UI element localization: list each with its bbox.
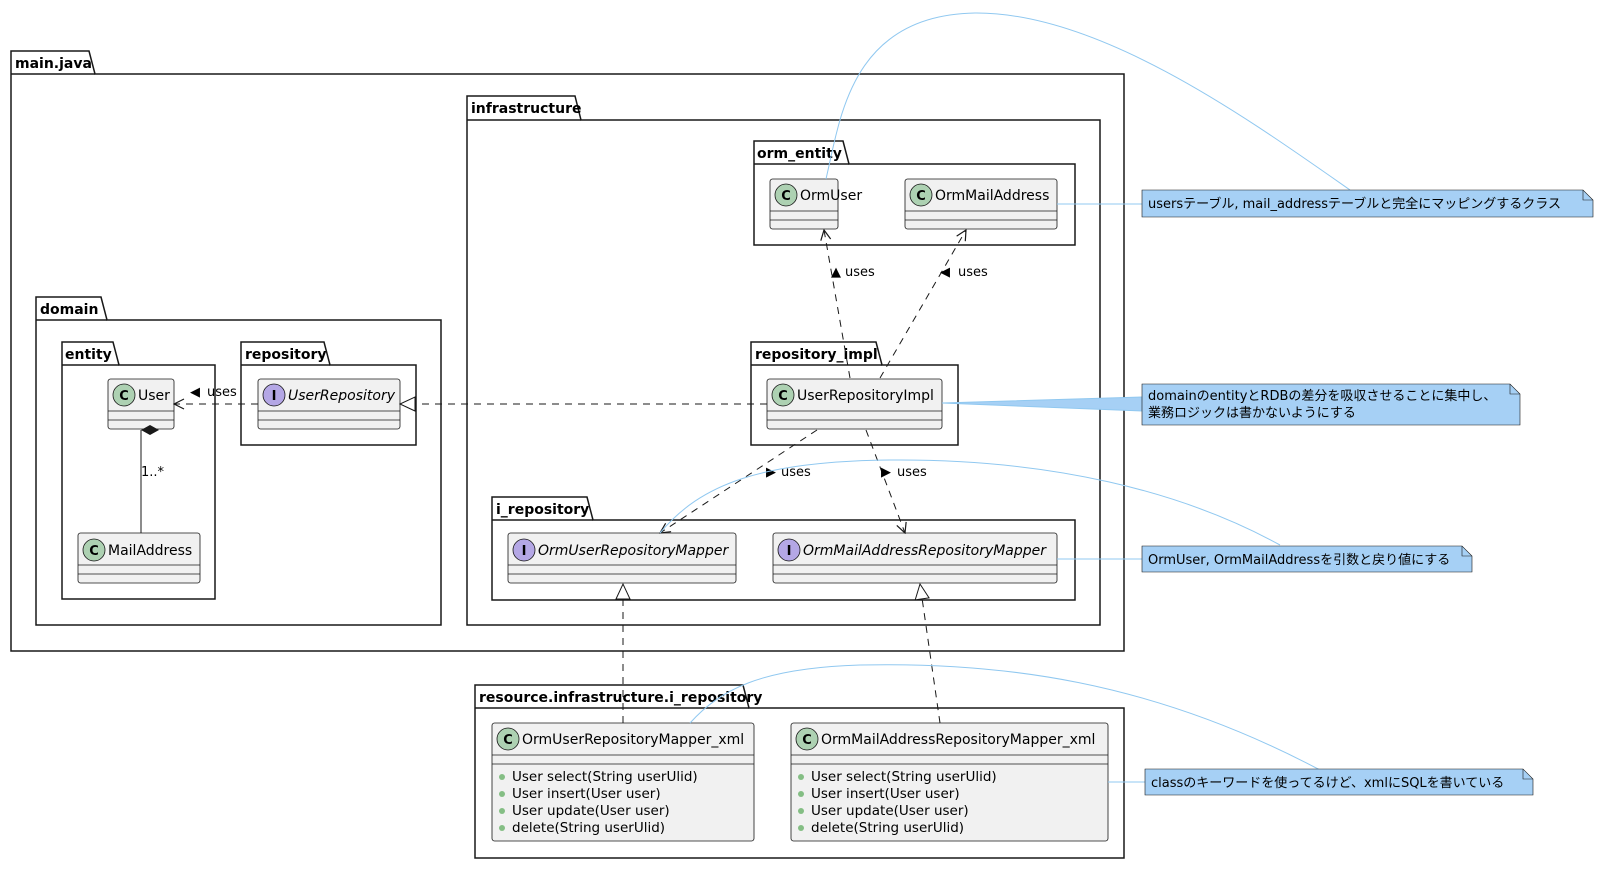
package-domain: domain xyxy=(35,296,442,626)
public-member-dot xyxy=(798,774,804,780)
class-name-orm-user-repository-mapper-xml: OrmUserRepositoryMapper_xml xyxy=(522,732,744,748)
class-user-repository-impl: C UserRepositoryImpl xyxy=(766,378,943,430)
class-name-user: User xyxy=(138,388,170,404)
package-title-repository-impl: repository_impl xyxy=(755,347,878,363)
member-list: User select(String userUlid) User insert… xyxy=(499,769,698,836)
class-orm-user-repository-mapper-xml: C OrmUserRepositoryMapper_xml User selec… xyxy=(491,722,755,842)
package-title-domain: domain xyxy=(40,302,98,318)
class-glyph: C xyxy=(119,389,129,404)
edge-label-arrow: ▶ xyxy=(766,465,776,480)
public-member-dot xyxy=(798,808,804,814)
package-title-orm-entity: orm_entity xyxy=(757,146,842,162)
class-name-orm-user: OrmUser xyxy=(800,188,862,204)
interface-orm-mail-address-repository-mapper: I OrmMailAddressRepositoryMapper xyxy=(772,532,1058,584)
note-repository-impl: domainのentityとRDBの差分を吸収させることに集中し、 業務ロジック… xyxy=(1141,383,1521,426)
public-member-dot xyxy=(499,808,505,814)
edge-label-uses: uses xyxy=(207,385,237,400)
interface-glyph: I xyxy=(787,544,792,559)
note-link-i-repository xyxy=(659,459,1281,546)
class-glyph: C xyxy=(778,389,788,404)
class-name-orm-mail-address: OrmMailAddress xyxy=(935,188,1049,204)
class-orm-mail-address: C OrmMailAddress xyxy=(904,178,1058,230)
package-orm-entity: orm_entity xyxy=(753,140,1076,246)
interface-glyph: I xyxy=(522,544,527,559)
public-member-dot xyxy=(798,791,804,797)
edge-label-uses: uses xyxy=(958,265,988,280)
note-link-orm-entity xyxy=(825,12,1351,191)
class-glyph: C xyxy=(503,733,513,748)
class-orm-user: C OrmUser xyxy=(769,178,862,230)
package-title-main-java: main.java xyxy=(15,56,92,72)
public-member-dot xyxy=(499,791,505,797)
note-text-repository-impl-line2: 業務ロジックは書かないようにする xyxy=(1148,405,1356,421)
edge-label-arrow: ▲ xyxy=(831,265,841,280)
package-title-infrastructure: infrastructure xyxy=(471,101,581,117)
note-resource: classのキーワードを使ってるけど、xmlにSQLを書いている xyxy=(1144,768,1534,796)
edge-label-uses: uses xyxy=(845,265,875,280)
member-list: User select(String userUlid) User insert… xyxy=(798,769,997,836)
note-i-repository: OrmUser, OrmMailAddressを引数と戻り値にする xyxy=(1141,545,1473,573)
class-glyph: C xyxy=(916,189,926,204)
package-title-repository: repository xyxy=(245,347,327,363)
class-orm-mail-address-repository-mapper-xml: C OrmMailAddressRepositoryMapper_xml Use… xyxy=(790,722,1109,842)
package-infrastructure: infrastructure xyxy=(466,95,1101,626)
note-orm-entity: usersテーブル, mail_addressテーブルと完全にマッピングするクラ… xyxy=(1141,189,1594,218)
edge-label-uses: uses xyxy=(781,465,811,480)
note-link-repository-impl xyxy=(941,396,1143,412)
class-name-orm-mail-address-repository-mapper-xml: OrmMailAddressRepositoryMapper_xml xyxy=(821,732,1095,748)
note-text-repository-impl-line1: domainのentityとRDBの差分を吸収させることに集中し、 xyxy=(1148,388,1496,404)
class-name-user-repository: UserRepository xyxy=(288,388,396,404)
class-glyph: C xyxy=(802,733,812,748)
package-i-repository: i_repository xyxy=(491,496,1076,601)
class-glyph: C xyxy=(781,189,791,204)
package-title-resource: resource.infrastructure.i_repository xyxy=(479,690,762,706)
note-text-orm-entity: usersテーブル, mail_addressテーブルと完全にマッピングするクラ… xyxy=(1148,196,1561,212)
member-update: User update(User user) xyxy=(811,803,969,819)
edge-impl-uses-orm-user-mapper xyxy=(660,429,818,533)
class-name-user-repository-impl: UserRepositoryImpl xyxy=(797,388,934,404)
interface-orm-user-repository-mapper: I OrmUserRepositoryMapper xyxy=(507,532,737,584)
member-insert: User insert(User user) xyxy=(811,786,960,802)
member-delete: delete(String userUlid) xyxy=(811,820,964,836)
member-insert: User insert(User user) xyxy=(512,786,661,802)
class-name-orm-mail-address-repository-mapper: OrmMailAddressRepositoryMapper xyxy=(803,543,1047,559)
member-delete: delete(String userUlid) xyxy=(512,820,665,836)
package-entity: entity xyxy=(61,341,216,600)
edge-label-arrow: ◀ xyxy=(190,385,200,400)
class-user: C User xyxy=(107,378,175,430)
interface-user-repository: I UserRepository xyxy=(257,378,401,430)
class-name-orm-user-repository-mapper: OrmUserRepositoryMapper xyxy=(538,543,729,559)
edge-label-uses: uses xyxy=(897,465,927,480)
public-member-dot xyxy=(499,825,505,831)
package-title-entity: entity xyxy=(65,347,112,363)
edge-label-multiplicity: 1..* xyxy=(141,465,165,480)
note-text-i-repository: OrmUser, OrmMailAddressを引数と戻り値にする xyxy=(1148,552,1450,568)
public-member-dot xyxy=(499,774,505,780)
member-select: User select(String userUlid) xyxy=(512,769,698,785)
edge-label-arrow: ▶ xyxy=(881,465,891,480)
member-select: User select(String userUlid) xyxy=(811,769,997,785)
edge-label-arrow: ◀ xyxy=(940,265,950,280)
package-repository: repository xyxy=(240,341,417,446)
interface-glyph: I xyxy=(272,389,277,404)
note-link-resource xyxy=(689,664,1321,771)
package-title-i-repository: i_repository xyxy=(496,502,589,518)
package-main-java: main.java xyxy=(10,50,1125,652)
edge-impl-uses-orm-mail-mapper xyxy=(865,429,905,533)
public-member-dot xyxy=(798,825,804,831)
class-name-mail-address: MailAddress xyxy=(108,543,192,559)
class-glyph: C xyxy=(89,544,99,559)
note-text-resource: classのキーワードを使ってるけど、xmlにSQLを書いている xyxy=(1151,775,1504,791)
class-mail-address: C MailAddress xyxy=(77,532,201,584)
edge-xml-realizes-orm-mail-mapper xyxy=(914,582,941,724)
member-update: User update(User user) xyxy=(512,803,670,819)
edge-impl-uses-orm-mail-address xyxy=(879,230,966,379)
